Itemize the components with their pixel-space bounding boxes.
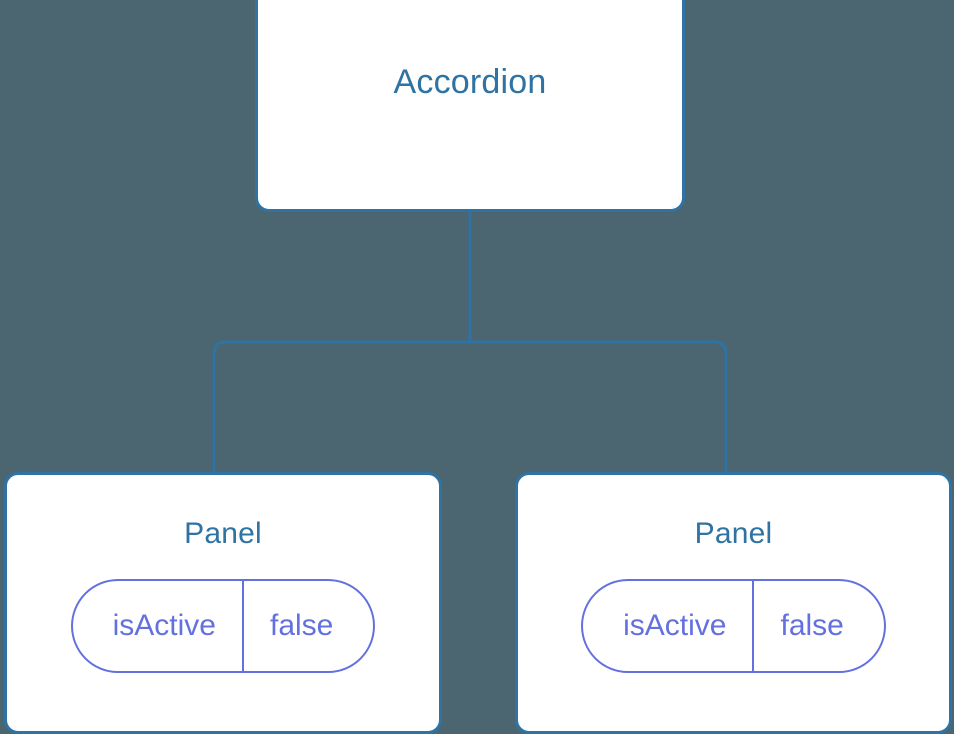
node-panel-1-prop-key: isActive: [583, 581, 755, 671]
node-panel-0[interactable]: Panel isActive false: [4, 472, 442, 734]
node-accordion[interactable]: Accordion: [255, 0, 685, 212]
node-panel-0-prop-pill[interactable]: isActive false: [70, 579, 376, 673]
node-panel-1-prop-value: false: [780, 609, 844, 642]
node-panel-1-title: Panel: [694, 517, 773, 550]
node-panel-0-title: Panel: [184, 517, 262, 550]
node-panel-1[interactable]: Panel isActive false: [515, 472, 952, 734]
node-panel-0-prop-key: isActive: [73, 581, 244, 671]
edge-bus-to-panels: [212, 340, 728, 472]
node-panel-1-prop-pill[interactable]: isActive false: [581, 579, 886, 673]
node-accordion-title: Accordion: [393, 63, 547, 101]
node-panel-0-prop-value: false: [269, 609, 334, 642]
